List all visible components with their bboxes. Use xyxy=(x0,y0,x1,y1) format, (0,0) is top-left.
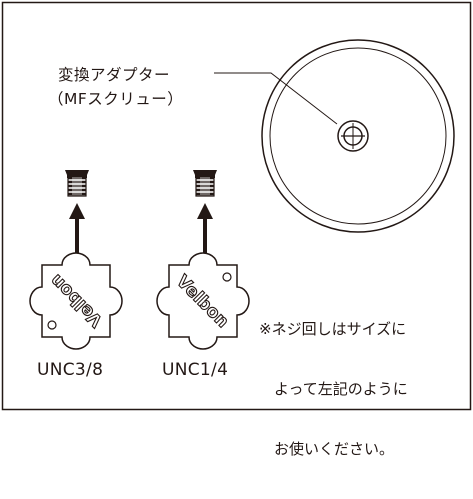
screw-icon-left xyxy=(63,168,91,198)
diagram-stage: Velbon Velbon 変換アダプター （MFスクリュー） UNC3/8 U… xyxy=(1,1,472,458)
adapter-plate-left: Velbon xyxy=(29,252,123,350)
size-label-unc38: UNC3/8 xyxy=(37,360,104,380)
usage-note-line: ※ネジ回しはサイズに xyxy=(259,320,407,338)
tripod-head-disc xyxy=(261,39,455,233)
leader-line xyxy=(214,72,338,125)
diagram-border xyxy=(1,1,472,411)
size-label-unc14: UNC1/4 xyxy=(162,360,229,380)
usage-note-line: よって左記のように xyxy=(259,380,408,398)
usage-note: ※ネジ回しはサイズに よって左記のように お使いください。 xyxy=(259,279,408,499)
usage-note-line: お使いください。 xyxy=(259,440,395,458)
diagram-drawing: Velbon Velbon xyxy=(1,1,472,411)
screw-icon-right xyxy=(191,168,219,198)
callout-label-mf-screw: （MFスクリュー） xyxy=(48,90,184,108)
callout-label-adapter: 変換アダプター xyxy=(58,66,171,84)
adapter-plate-right: Velbon xyxy=(156,252,250,350)
